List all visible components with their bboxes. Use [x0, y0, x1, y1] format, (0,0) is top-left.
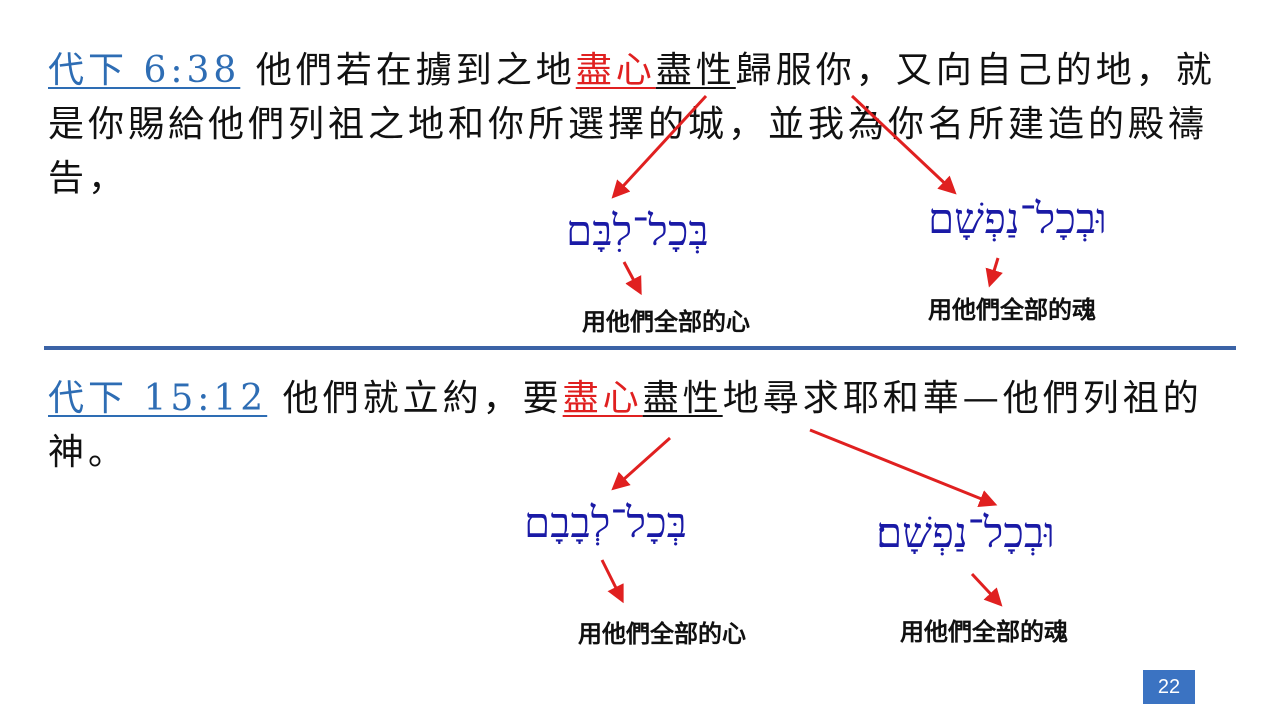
arrow-v1-soul-to-hebrew [850, 94, 957, 195]
verse-1-hebrew-heart: בְּכָל־לִבָּם [566, 206, 709, 255]
page-number-badge: 22 [1143, 670, 1195, 704]
verse-1-hebrew-soul: וּבְכָל־נַפְשָׁם [928, 194, 1107, 243]
arrow-v2-soul-to-hebrew [809, 428, 998, 507]
verse-1-text-post: 歸服你，又向自己的地，就是你賜給他們列祖之地和你所選擇的城，並我為你名所建造的殿… [48, 50, 1216, 199]
verse-2-text-pre: 他們就立約，要 [267, 378, 563, 419]
arrow-v1-heart-to-hebrew [611, 94, 708, 199]
verse-2-text-post: 地尋求耶和華—他們列祖的神。 [48, 378, 1203, 473]
verse-2-gloss-soul: 用他們全部的魂 [900, 618, 1068, 646]
verse-2-highlight-heart: 盡心 [562, 378, 643, 419]
arrow-v2-heart-to-hebrew [611, 436, 671, 491]
verse-2-gloss-heart: 用他們全部的心 [578, 620, 746, 648]
arrow-v1-hebrew-to-gloss-soul [985, 257, 1003, 288]
verse-1-highlight-soul: 盡性 [655, 50, 736, 91]
verse-1-highlight-heart: 盡心 [575, 50, 656, 91]
verse-2-hebrew-soul: וּבְכָל־נַפְשָׁם׃ [876, 508, 1055, 557]
verse-2-reference-link[interactable]: 代下 15:12 [48, 378, 268, 419]
verse-1-text-pre: 他們若在擄到之地 [240, 50, 576, 91]
section-divider [44, 346, 1236, 350]
arrow-v1-hebrew-to-gloss-heart [622, 261, 642, 296]
arrow-v2-hebrew-to-gloss-heart [600, 559, 624, 604]
verse-1-reference-link[interactable]: 代下 6:38 [48, 50, 241, 91]
verse-1-gloss-heart: 用他們全部的心 [582, 308, 750, 336]
arrow-v2-hebrew-to-gloss-soul [970, 572, 1003, 607]
verse-1-gloss-soul: 用他們全部的魂 [928, 296, 1096, 324]
verse-1-text: 代下 6:38 他們若在擄到之地盡心盡性歸服你，又向自己的地，就是你賜給他們列祖… [48, 44, 1238, 206]
verse-2-text: 代下 15:12 他們就立約，要盡心盡性地尋求耶和華—他們列祖的神。 [48, 372, 1238, 480]
verse-2-hebrew-heart: בְּכָל־לְבָבָם [524, 498, 687, 547]
verse-2-highlight-soul: 盡性 [642, 378, 723, 419]
